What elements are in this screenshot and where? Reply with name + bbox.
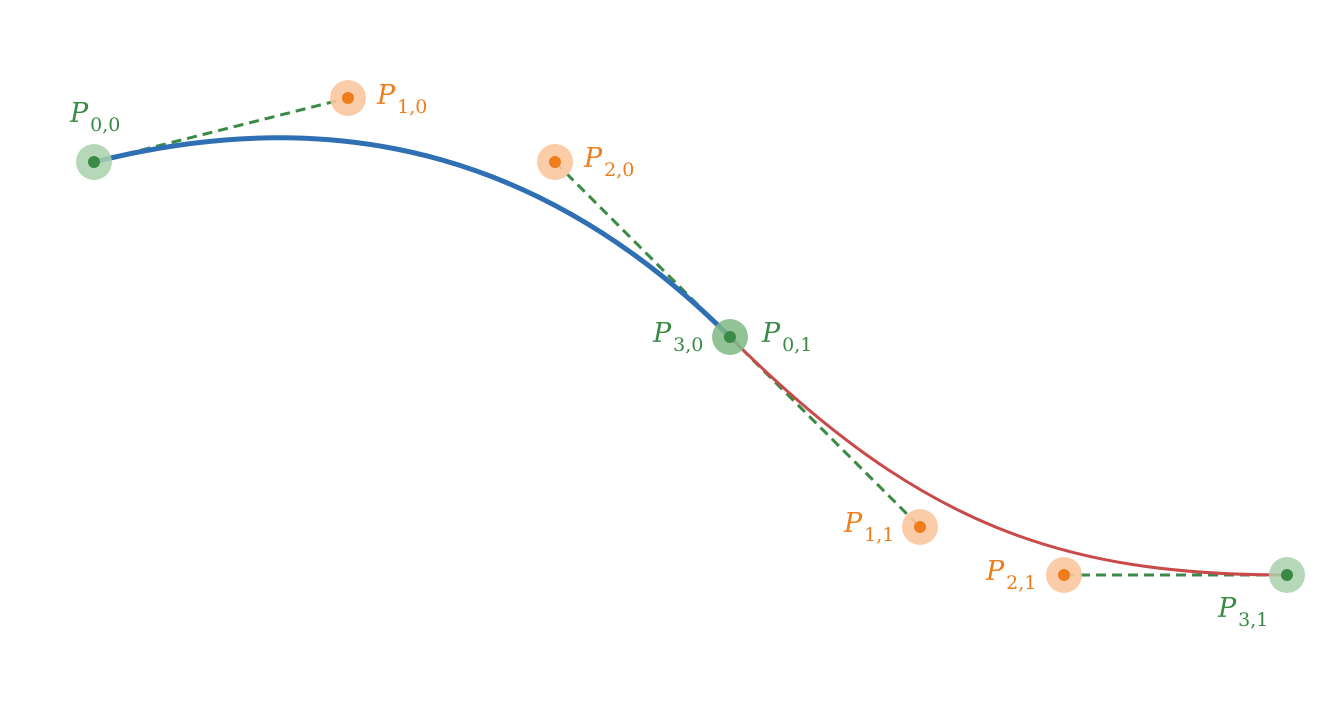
point-p31-dot xyxy=(1281,569,1293,581)
bezier-curve-1 xyxy=(728,335,1288,577)
point-p30-dot xyxy=(724,331,736,343)
point-p10-dot xyxy=(342,92,354,104)
handle-line-p01-p11 xyxy=(728,335,922,529)
point-p21-dot xyxy=(1058,569,1070,581)
point-p00-dot xyxy=(88,156,100,168)
bezier-curve-0 xyxy=(93,135,732,339)
point-p11-dot xyxy=(914,521,926,533)
point-p20-dot xyxy=(549,156,561,168)
handle-line-p20-p30 xyxy=(553,160,732,339)
handle-line-p00-p10 xyxy=(93,96,349,164)
